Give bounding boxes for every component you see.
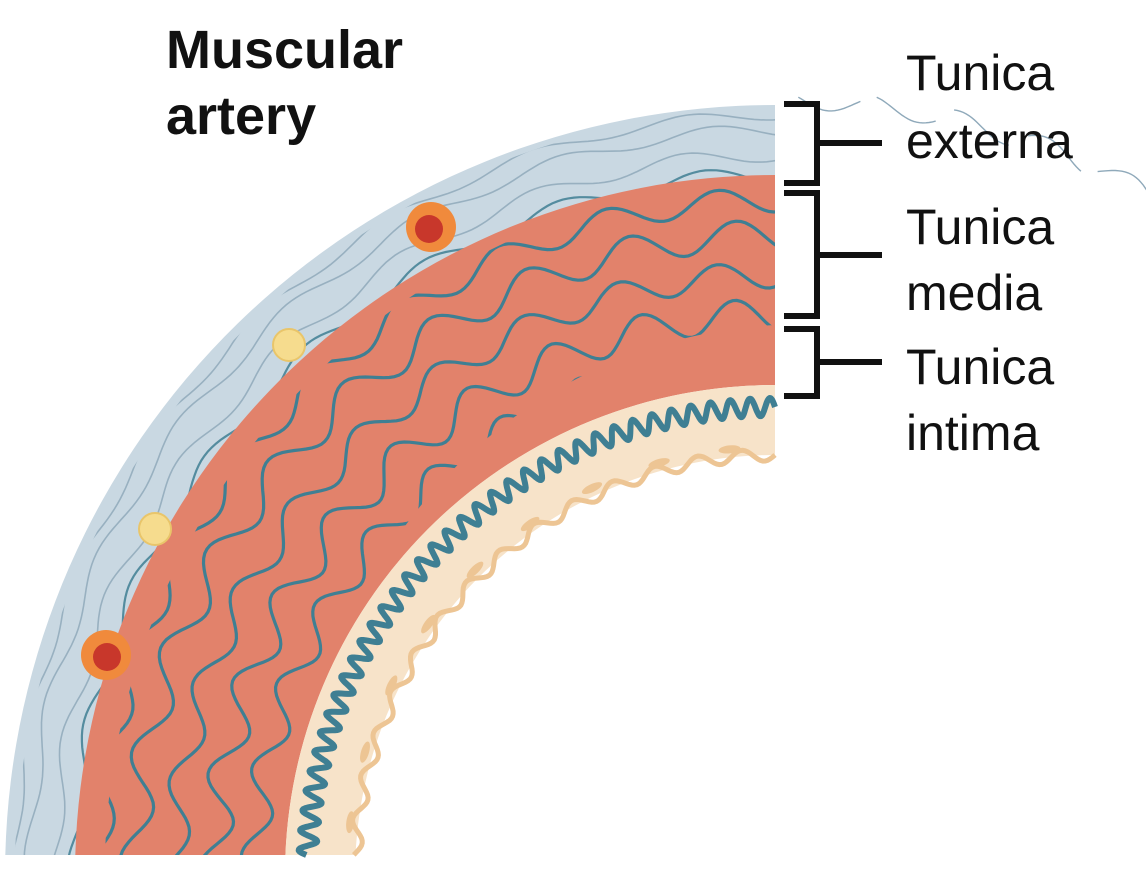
endothelium-edge	[350, 447, 777, 857]
label-tunica-intima-line-2: intima	[906, 405, 1040, 461]
label-tunica-media-line-1: Tunica	[906, 199, 1055, 255]
label-tunica-externa-line-1: Tunica	[906, 45, 1055, 101]
diagram-title-line-2: artery	[166, 86, 317, 146]
red-cell-icon	[81, 630, 131, 680]
tunica-media-layer	[75, 175, 776, 855]
internal-elastic-lamina	[295, 395, 778, 858]
tunica-intima-band	[285, 384, 775, 855]
label-tunica-media-line-2: media	[906, 265, 1043, 321]
fat-cell-icon	[138, 512, 172, 546]
tunica-media-band	[75, 175, 776, 855]
red-cell-icon	[406, 202, 456, 252]
bracket-media	[784, 190, 882, 319]
endothelial-cells	[346, 445, 741, 834]
label-tunica-externa-line-2: externa	[906, 113, 1073, 169]
bracket-externa	[784, 101, 882, 186]
bracket-intima	[784, 326, 882, 399]
layer-brackets	[784, 101, 882, 399]
diagram-title-line-1: Muscular	[166, 20, 404, 80]
tunica-intima-layer	[285, 384, 778, 858]
externa-cells	[81, 202, 456, 680]
label-tunica-intima-line-1: Tunica	[906, 339, 1055, 395]
fat-cell-icon	[272, 328, 306, 362]
